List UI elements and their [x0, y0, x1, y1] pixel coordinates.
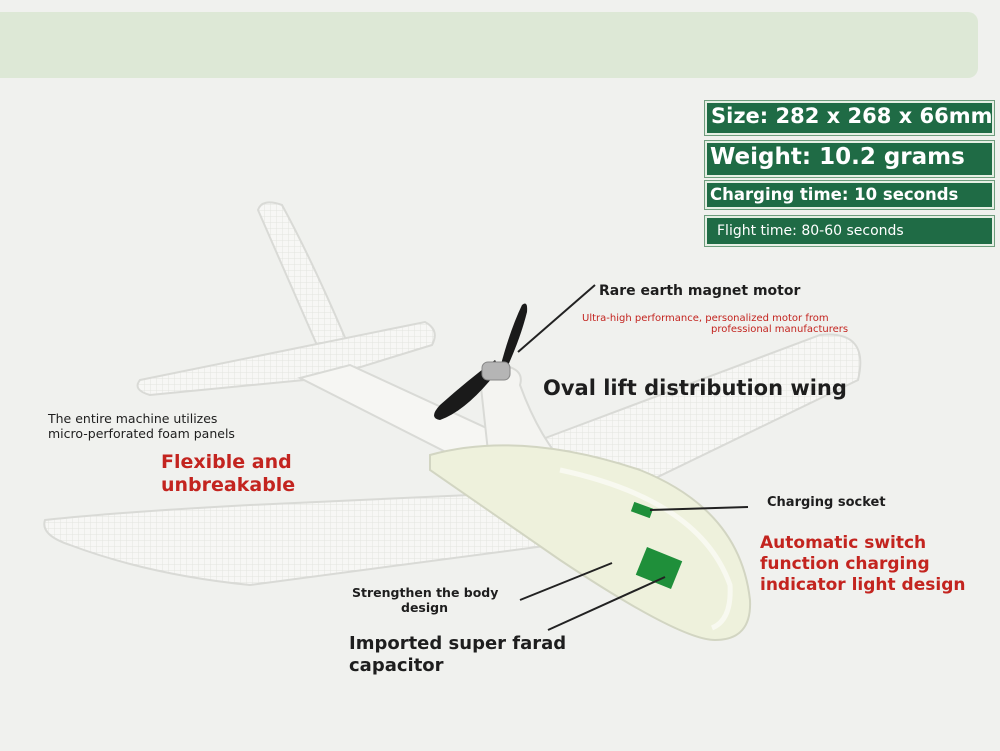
wing-callout: Oval lift distribution wing: [543, 376, 847, 400]
top-banner: [0, 12, 978, 78]
switch-line2: function charging: [760, 554, 930, 574]
motor-desc-line2: professional manufacturers: [711, 324, 849, 335]
tail-fin: [256, 201, 348, 378]
motor-desc-line1: Ultra-high performance, personalized mot…: [582, 313, 829, 324]
capacitor-line2: capacitor: [349, 655, 444, 676]
capacitor-line1: Imported super farad: [349, 633, 567, 654]
body-line2: design: [401, 600, 448, 615]
body-line1: Strengthen the body: [352, 585, 499, 600]
right-wing: [538, 333, 862, 507]
switch-line1: Automatic switch: [760, 533, 927, 553]
flexible-line1: Flexible and: [161, 451, 292, 473]
switch-line3: indicator light design: [760, 575, 966, 595]
capacitor-indicator: [635, 546, 683, 590]
foam-line2: micro-perforated foam panels: [48, 426, 235, 441]
charging-socket-light: [630, 501, 654, 519]
foam-line1: The entire machine utilizes: [48, 411, 218, 426]
socket-callout: Charging socket: [767, 495, 886, 510]
horizontal-stabilizer: [136, 320, 436, 397]
flexible-line2: unbreakable: [161, 474, 296, 496]
left-wing: [43, 488, 592, 587]
motor-title: Rare earth magnet motor: [599, 283, 801, 299]
fuselage-pod: [429, 444, 752, 642]
propeller: [434, 303, 528, 420]
